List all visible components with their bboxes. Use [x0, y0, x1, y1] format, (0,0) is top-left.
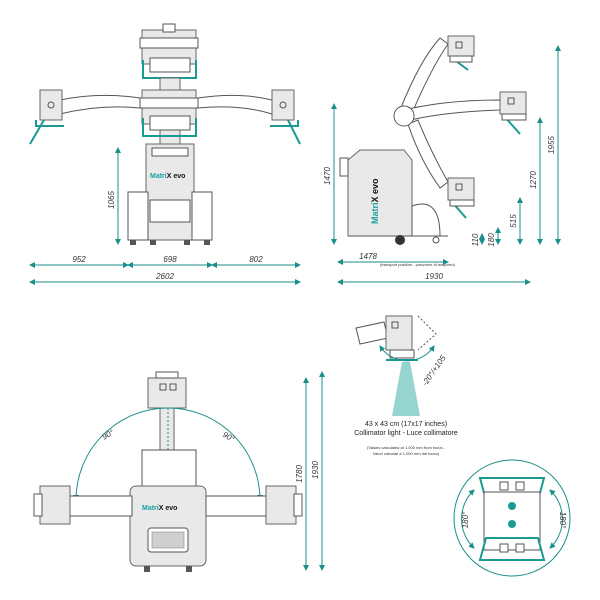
head-bottom-plate: [478, 537, 546, 561]
collimator-arm: [355, 321, 389, 345]
side-brand-label: MatriX evo: [370, 178, 380, 224]
collimator-rotation-label: -20°/+105: [420, 353, 448, 387]
top-left-tube-head: [33, 485, 133, 525]
front-arm-left: [29, 89, 141, 145]
dim-698: 698: [163, 255, 177, 264]
collimator-light-beam: [392, 362, 420, 416]
front-tube-head-top: [139, 23, 199, 79]
front-brand-label: MatriX evo: [150, 173, 185, 180]
dim-515: 515: [509, 214, 518, 228]
dim-2602: 2602: [155, 272, 174, 281]
dim-1780: 1780: [295, 465, 304, 483]
collimator-rotated-ghost: [417, 315, 437, 351]
dim-110: 110: [471, 233, 480, 246]
dim-802: 802: [249, 255, 263, 264]
transport-note: (transport position - posizione di trasp…: [380, 262, 456, 267]
dim-1065: 1065: [107, 191, 116, 209]
side-tube-head-top: [447, 35, 475, 71]
angle-left: 90°: [101, 427, 117, 441]
dim-1470: 1470: [323, 167, 332, 185]
front-view: MatriX evo 1065 952 698 802 2602: [29, 23, 301, 285]
side-view: MatriX evo 1470 1955 1270 515 180 110 14…: [323, 35, 561, 285]
top-brand-label: MatriX evo: [142, 505, 177, 512]
dim-1478: 1478: [359, 252, 377, 261]
dim-1930-side: 1930: [425, 272, 443, 281]
dim-1930-top: 1930: [311, 461, 320, 479]
collimator-detail: -20°/+105 43 x 43 cm (17x17 inches) Coll…: [354, 315, 458, 456]
front-tube-head-middle: [139, 89, 199, 137]
rotation-detail: 180° 180°: [453, 459, 571, 577]
angle-right: 90°: [221, 430, 237, 444]
dim-1270: 1270: [529, 171, 538, 189]
front-cart-body: MatriX evo: [127, 143, 213, 245]
top-right-tube-head: [205, 485, 303, 525]
top-cart-body: MatriX evo: [129, 449, 207, 572]
note-line-1: (Values calculated at 1.000 mm from focu…: [367, 445, 446, 450]
rotation-right-label: 180°: [558, 512, 567, 529]
side-arm-joint: [393, 105, 415, 127]
collimator-light-label: Collimator light - Luce collimatore: [354, 430, 458, 437]
field-size-label: 43 x 43 cm (17x17 inches): [365, 421, 447, 428]
side-tube-head-mid: [499, 91, 527, 135]
rotation-left-label: 180°: [461, 511, 470, 528]
rotation-circle: [453, 459, 571, 577]
side-arm-lower: [407, 119, 449, 189]
dim-180: 180: [487, 233, 496, 247]
front-arm-right: [197, 89, 301, 145]
side-cart-body: MatriX evo: [339, 149, 448, 245]
dim-952: 952: [72, 255, 86, 264]
note-line-2: Valori calcolati a 1.000 mm dal fuoco): [373, 451, 440, 456]
top-view: 90° 90° MatriX evo 1780 1930: [33, 371, 325, 572]
collimator-head: [385, 315, 413, 351]
side-tube-head-low: [447, 177, 475, 219]
top-tube-head: [147, 371, 187, 409]
dim-1955: 1955: [547, 136, 556, 154]
